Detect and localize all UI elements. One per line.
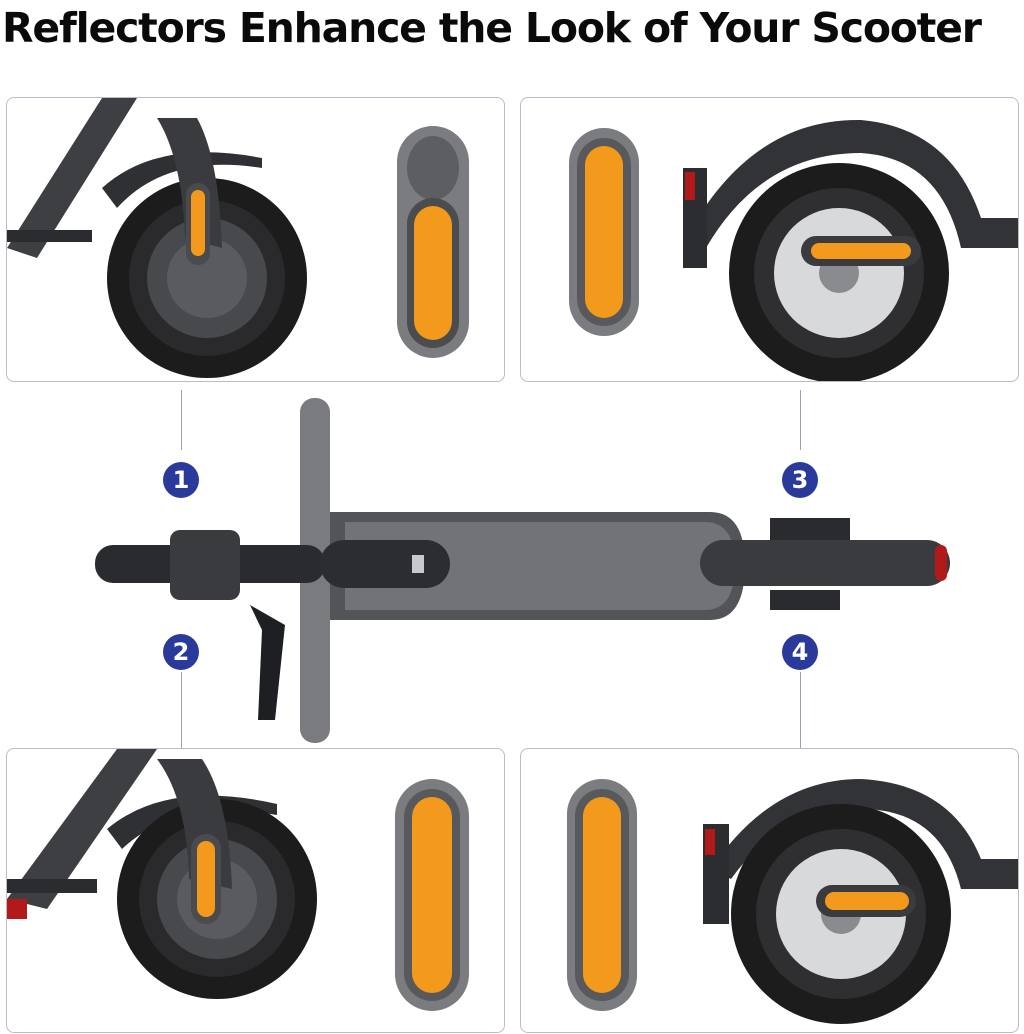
front-wheel-illustration — [7, 98, 469, 378]
panel-rear-right-wheel — [520, 97, 1019, 382]
panel-rear-left-wheel — [520, 748, 1019, 1033]
callout-badge-4: 4 — [782, 634, 818, 670]
callout-badge-2: 2 — [163, 634, 199, 670]
callout-badge-3: 3 — [782, 462, 818, 498]
scooter-top-view-illustration — [95, 390, 950, 750]
front-wheel-illustration-2 — [7, 749, 469, 1011]
panel-front-right-wheel — [6, 748, 505, 1033]
page-title: Reflectors Enhance the Look of Your Scoo… — [2, 4, 982, 52]
rear-wheel-illustration — [569, 119, 1018, 381]
panel-front-left-wheel — [6, 97, 505, 382]
callout-badge-1: 1 — [163, 462, 199, 498]
rear-wheel-illustration-2 — [567, 779, 1018, 1024]
